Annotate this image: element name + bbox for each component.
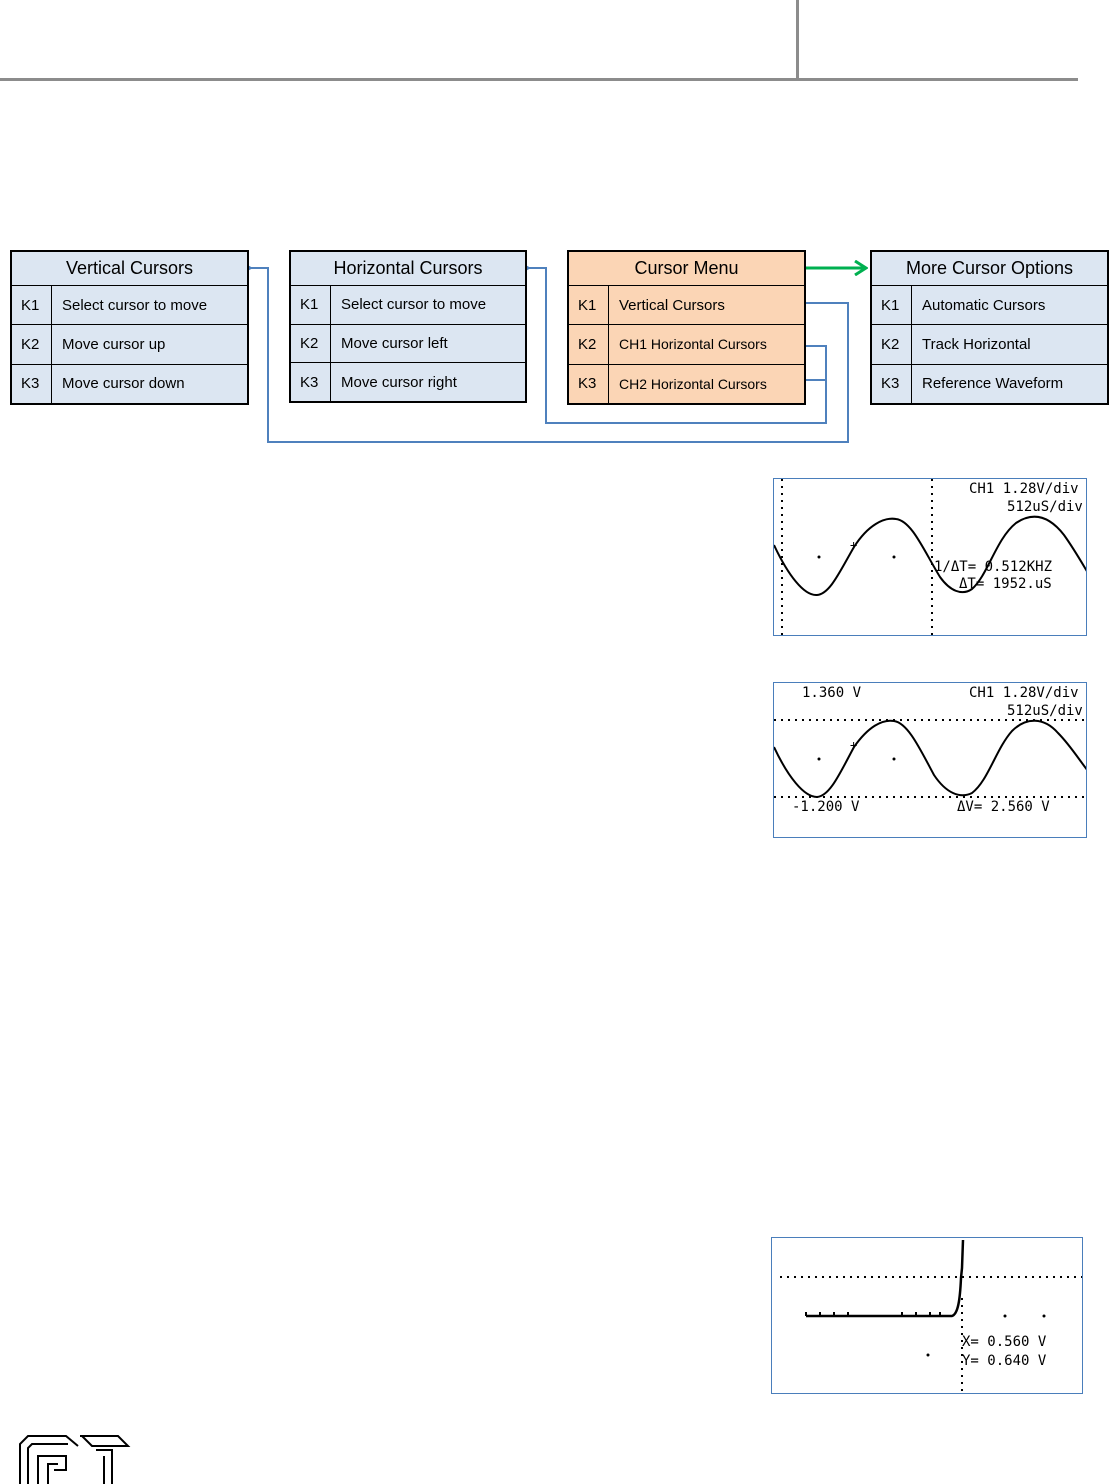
key-label: K2: [12, 325, 52, 364]
menu-row-k1[interactable]: K1 Automatic Cursors: [872, 286, 1107, 326]
channel-scale-label: CH1 1.28V/div: [969, 481, 1079, 497]
gabotronics-logo-icon: [19, 1435, 131, 1484]
menu-item-label: Select cursor to move: [341, 296, 487, 314]
menu-title: Cursor Menu: [569, 252, 804, 286]
svg-text:+: +: [850, 738, 857, 752]
menu-connectors: [0, 0, 1109, 443]
scope-screen-xy-cursors: X= 0.560 V Y= 0.640 V: [771, 1237, 1083, 1394]
menu-row-k2[interactable]: K2 Track Horizontal: [872, 325, 1107, 365]
menu-item-label: Move cursor left: [341, 335, 448, 352]
menu-row-k3[interactable]: K3 CH2 Horizontal Cursors: [569, 364, 804, 403]
menu-row-k2[interactable]: K2 Move cursor left: [291, 324, 525, 364]
menu-row-k1[interactable]: K1 Vertical Cursors: [569, 286, 804, 326]
key-label: K2: [291, 324, 331, 363]
key-label: K3: [872, 364, 912, 403]
horizontal-cursors-menu: Horizontal Cursors K1 Select cursor to m…: [289, 250, 527, 403]
cursor-menu: Cursor Menu K1 Vertical Cursors K2 CH1 H…: [567, 250, 806, 405]
scope-screen-horizontal-cursors: + 1.360 V CH1 1.28V/div 512uS/div -1.200…: [773, 682, 1087, 838]
menu-row-k3[interactable]: K3 Reference Waveform: [872, 364, 1107, 403]
time-scale-label: 512uS/div: [1007, 703, 1083, 719]
scope-waveform: +: [774, 719, 1086, 799]
key-label: K2: [569, 325, 609, 364]
menu-item-label: CH2 Horizontal Cursors: [619, 375, 767, 392]
key-label: K3: [291, 363, 331, 402]
menu-item-label: Reference Waveform: [922, 375, 1064, 393]
header-divider: [796, 0, 799, 81]
menu-row-k1[interactable]: K1 Select cursor to move: [12, 286, 247, 326]
y-voltage-readout: Y= 0.640 V: [962, 1353, 1047, 1369]
menu-item-label: Track Horizontal: [922, 335, 1031, 353]
menu-row-k2[interactable]: K2 CH1 Horizontal Cursors: [569, 325, 804, 365]
menu-title: Vertical Cursors: [12, 252, 247, 286]
upper-cursor-voltage: 1.360 V: [802, 685, 862, 701]
scope-waveform: +: [774, 479, 1086, 635]
frequency-readout: 1/ΔT= 0.512KHZ: [934, 559, 1053, 575]
menu-row-k2[interactable]: K2 Move cursor up: [12, 325, 247, 365]
key-label: K1: [569, 286, 609, 325]
menu-item-label: Move cursor up: [62, 335, 166, 353]
x-voltage-readout: X= 0.560 V: [962, 1334, 1047, 1350]
menu-item-label: Automatic Cursors: [922, 296, 1046, 314]
key-label: K1: [291, 286, 331, 324]
key-label: K2: [872, 325, 912, 364]
vertical-cursors-menu: Vertical Cursors K1 Select cursor to mov…: [10, 250, 249, 405]
key-label: K1: [872, 286, 912, 325]
menu-title: More Cursor Options: [872, 252, 1107, 286]
delta-time-readout: ΔT= 1952.uS: [959, 576, 1052, 592]
menu-item-label: Move cursor right: [341, 373, 457, 391]
scope-waveform: [780, 1239, 1082, 1393]
more-cursor-options-menu: More Cursor Options K1 Automatic Cursors…: [870, 250, 1109, 405]
delta-voltage-readout: ΔV= 2.560 V: [957, 799, 1050, 815]
svg-text:+: +: [850, 538, 857, 552]
menu-item-label: Move cursor down: [62, 375, 185, 393]
time-scale-label: 512uS/div: [1007, 499, 1083, 515]
lower-cursor-voltage: -1.200 V: [792, 799, 860, 815]
menu-row-k3[interactable]: K3 Move cursor down: [12, 364, 247, 403]
menu-item-label: Select cursor to move: [62, 296, 208, 314]
key-label: K3: [569, 364, 609, 403]
menu-row-k3[interactable]: K3 Move cursor right: [291, 363, 525, 402]
key-label: K1: [12, 286, 52, 325]
menu-row-k1[interactable]: K1 Select cursor to move: [291, 286, 525, 325]
header-rule: [0, 78, 1078, 81]
key-label: K3: [12, 364, 52, 403]
menu-title: Horizontal Cursors: [291, 252, 525, 286]
menu-item-label: Vertical Cursors: [619, 296, 725, 314]
scope-screen-vertical-cursors: + CH1 1.28V/div 512uS/div 1/ΔT= 0.512KHZ…: [773, 478, 1087, 636]
menu-item-label: CH1 Horizontal Cursors: [619, 336, 767, 353]
channel-scale-label: CH1 1.28V/div: [969, 685, 1079, 701]
